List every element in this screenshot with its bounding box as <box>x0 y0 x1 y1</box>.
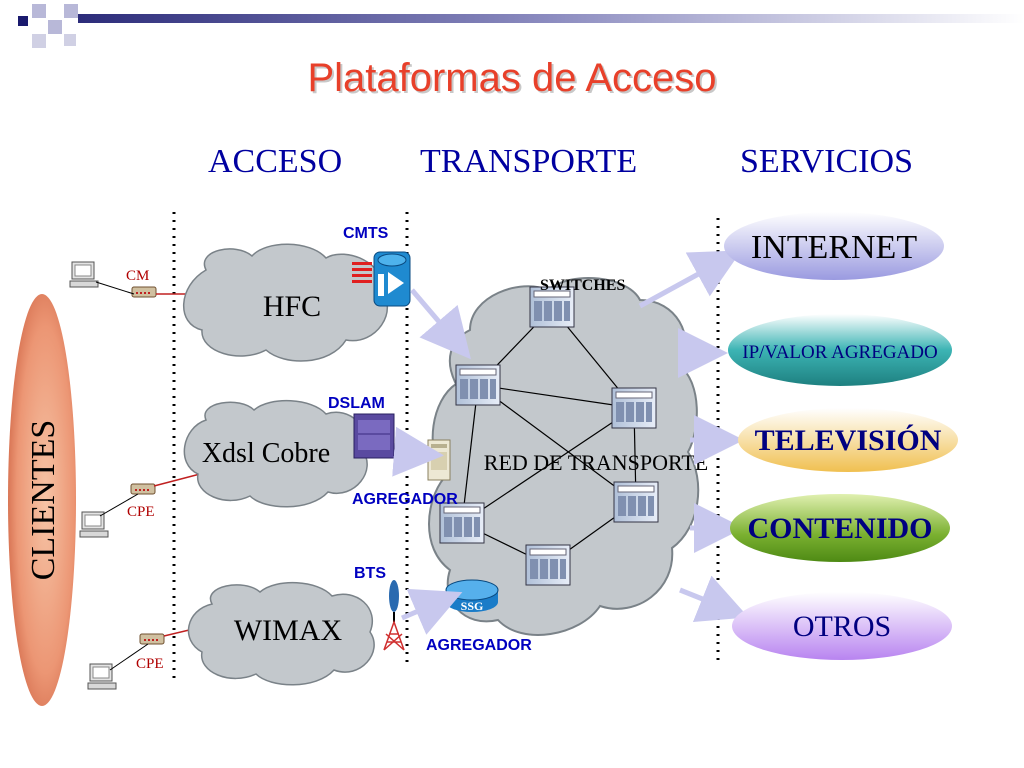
switch-rack-icon <box>613 481 659 523</box>
service-tv-label: TELEVISIÓN <box>755 424 942 457</box>
transport-network-label: RED DE TRANSPORTE <box>484 450 708 475</box>
column-heading-services: SERVICIOS <box>740 143 913 180</box>
column-heading-access: ACCESO <box>208 143 343 180</box>
hfc-cloud <box>183 243 389 362</box>
arrow-to-others <box>679 575 749 623</box>
service-internet-label: INTERNET <box>751 229 917 266</box>
cpe-modem-icon <box>139 633 165 645</box>
aggregator-label: AGREGADOR <box>352 491 458 508</box>
cpe-modem-icon <box>130 483 156 495</box>
aggregator-icon <box>427 439 451 481</box>
column-heading-transport: TRANSPORTE <box>420 143 638 180</box>
service-content-label: CONTENIDO <box>747 512 932 545</box>
dslam-icon <box>353 413 395 459</box>
service-others-oval <box>732 592 952 660</box>
switch-rack-icon <box>455 364 501 406</box>
client-pc-icon <box>79 511 109 538</box>
switch-rack-icon <box>439 502 485 544</box>
service-internet-oval <box>724 212 944 280</box>
cm-label: CM <box>126 268 149 284</box>
link-pc-cpe-2 <box>109 643 149 671</box>
arrow-dslam-aggregator <box>392 426 444 477</box>
clients-label: CLIENTES <box>25 420 62 581</box>
wimax-cloud <box>187 582 375 686</box>
switch-rack-icon <box>525 544 571 586</box>
page-title: Plataformas de Acceso <box>307 56 717 100</box>
cpe-label: CPE <box>136 656 164 672</box>
cmts-router-icon <box>352 251 411 307</box>
client-pc-icon <box>87 663 117 690</box>
arrow-bts-ssg <box>401 588 463 635</box>
hfc-label: HFC <box>263 290 321 323</box>
arrow-to-internet <box>638 250 742 309</box>
ssg-router-icon: SSG <box>445 579 499 613</box>
link-pc-cpe <box>99 493 139 517</box>
corner-decoration <box>18 4 1024 48</box>
cpe-label: CPE <box>127 504 155 520</box>
dslam-label: DSLAM <box>328 395 385 412</box>
cmts-label: CMTS <box>343 225 389 242</box>
bts-tower-icon <box>383 580 405 651</box>
switches-label: SWITCHES <box>540 277 625 294</box>
cable-modem-icon <box>131 286 157 298</box>
aggregator-label: AGREGADOR <box>426 637 532 654</box>
switch-rack-icon <box>529 286 575 328</box>
link-pc-cm <box>95 281 135 295</box>
service-ip-label: IP/VALOR AGREGADO <box>742 342 937 363</box>
service-ip-oval <box>728 314 952 386</box>
service-others-label: OTROS <box>793 610 891 643</box>
switch-rack-icon <box>611 387 657 429</box>
xdsl-label: Xdsl Cobre <box>202 438 330 469</box>
wimax-label: WIMAX <box>234 614 343 647</box>
clients-ellipse <box>8 294 76 706</box>
ssg-label: SSG <box>461 599 484 613</box>
service-content-oval <box>730 494 950 562</box>
link-cpe-xdsl <box>153 473 201 487</box>
xdsl-cloud <box>183 400 368 508</box>
client-pc-icon <box>69 261 99 288</box>
arrow-cmts-transport <box>410 288 471 360</box>
service-tv-oval <box>738 408 958 472</box>
bts-label: BTS <box>354 565 386 582</box>
